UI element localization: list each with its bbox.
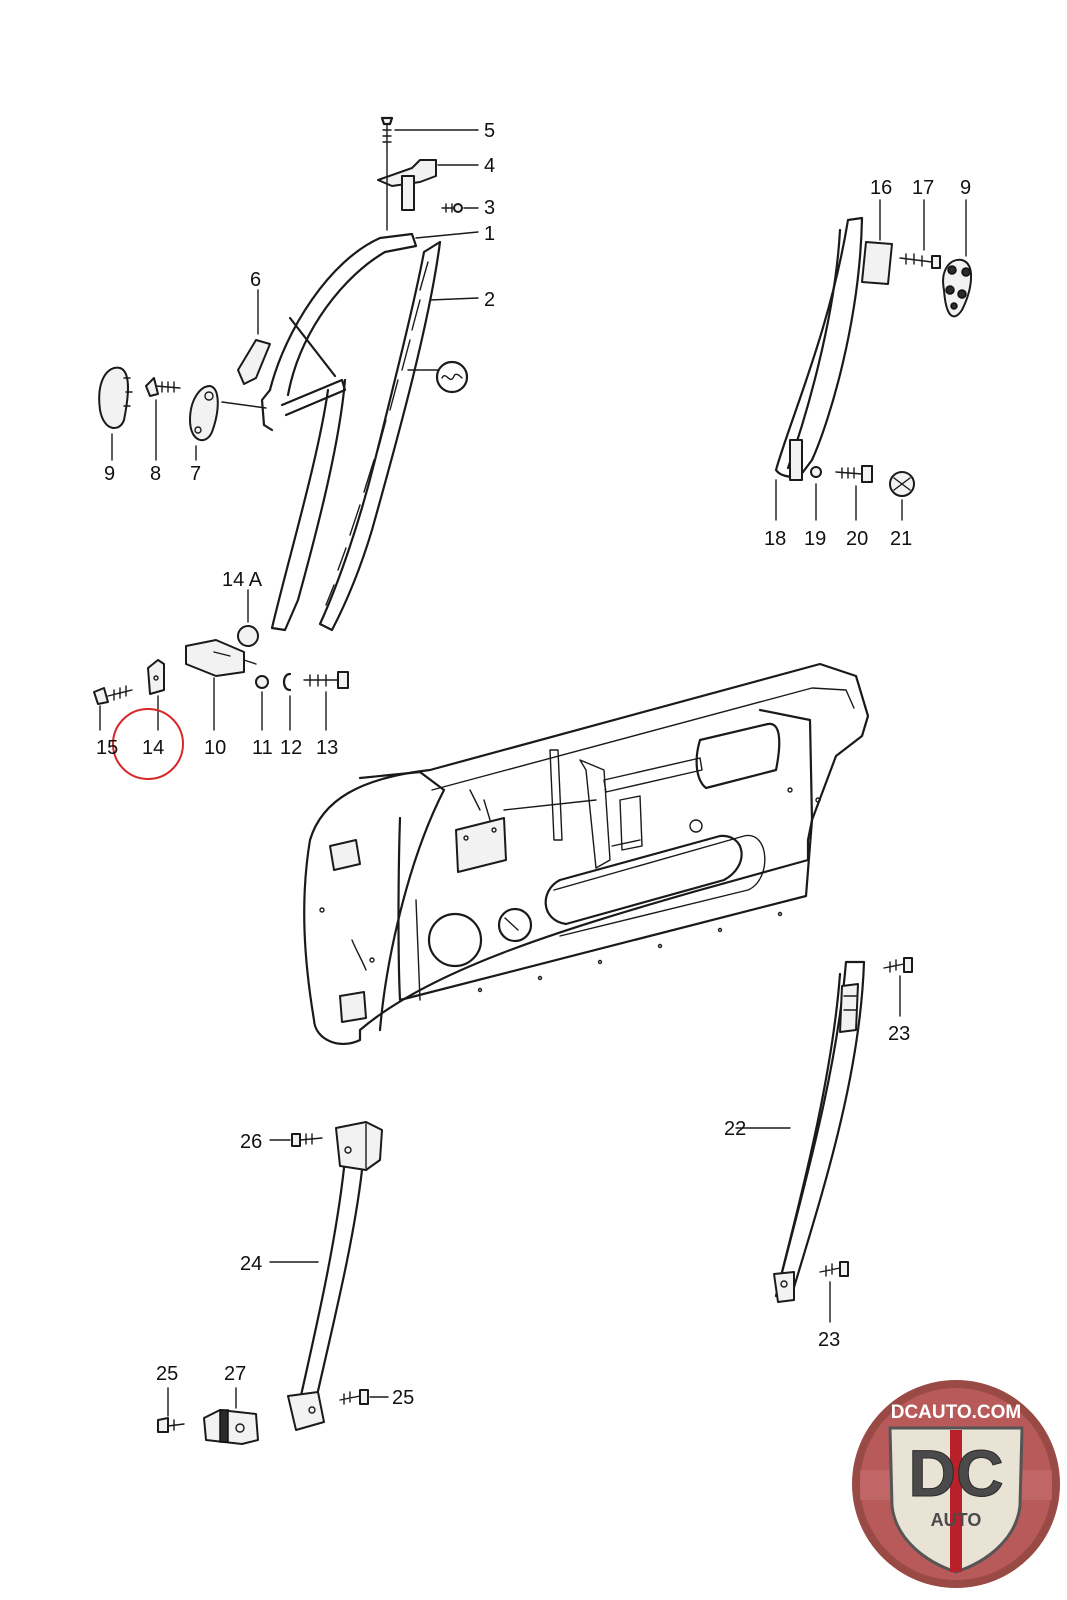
callout-7: 7 — [190, 463, 201, 485]
callout-14a: 14 A — [222, 569, 263, 591]
callout-16: 16 — [870, 177, 892, 199]
logo-mark: DC — [908, 1436, 1003, 1510]
callout-20: 20 — [846, 528, 868, 550]
callout-27: 27 — [224, 1363, 246, 1385]
front-channel-assembly — [157, 1121, 389, 1445]
callout-8: 8 — [150, 463, 161, 485]
callout-11: 11 — [252, 737, 273, 759]
callout-17: 17 — [912, 177, 934, 199]
callout-2: 2 — [484, 289, 495, 311]
dc-auto-logo: DCAUTO.COM DC AUTO — [852, 1380, 1060, 1588]
callout-26: 26 — [240, 1131, 262, 1153]
callout-19: 19 — [804, 528, 826, 550]
callout-14: 14 — [142, 737, 164, 759]
logo-top-text: DCAUTO.COM — [891, 1402, 1022, 1423]
window-frame-assembly — [93, 116, 479, 731]
callout-labels: 5 4 3 1 2 6 9 8 7 14 A 15 14 10 11 12 13… — [96, 120, 971, 1409]
logo-bottom-text: AUTO — [931, 1510, 982, 1530]
callout-13: 13 — [316, 737, 338, 759]
callout-9-left: 9 — [104, 463, 115, 485]
rear-channel-assembly — [735, 957, 913, 1323]
callout-21: 21 — [890, 528, 912, 550]
callout-15: 15 — [96, 737, 118, 759]
callout-23-bottom: 23 — [818, 1329, 840, 1351]
callout-9-right: 9 — [960, 177, 971, 199]
callout-25-right: 25 — [392, 1387, 414, 1409]
callout-6: 6 — [250, 269, 261, 291]
callout-22: 22 — [724, 1118, 746, 1140]
callout-1: 1 — [484, 223, 495, 245]
callout-12: 12 — [280, 737, 302, 759]
rear-guide-assembly — [774, 199, 972, 521]
callout-5: 5 — [484, 120, 495, 142]
callout-4: 4 — [484, 155, 495, 177]
callout-3: 3 — [484, 197, 495, 219]
callout-18: 18 — [764, 528, 786, 550]
callout-10: 10 — [204, 737, 226, 759]
highlight-circle — [112, 708, 184, 780]
door-shell — [303, 662, 870, 1045]
callout-23-top: 23 — [888, 1023, 910, 1045]
callout-24: 24 — [240, 1253, 262, 1275]
callout-25-left: 25 — [156, 1363, 178, 1385]
